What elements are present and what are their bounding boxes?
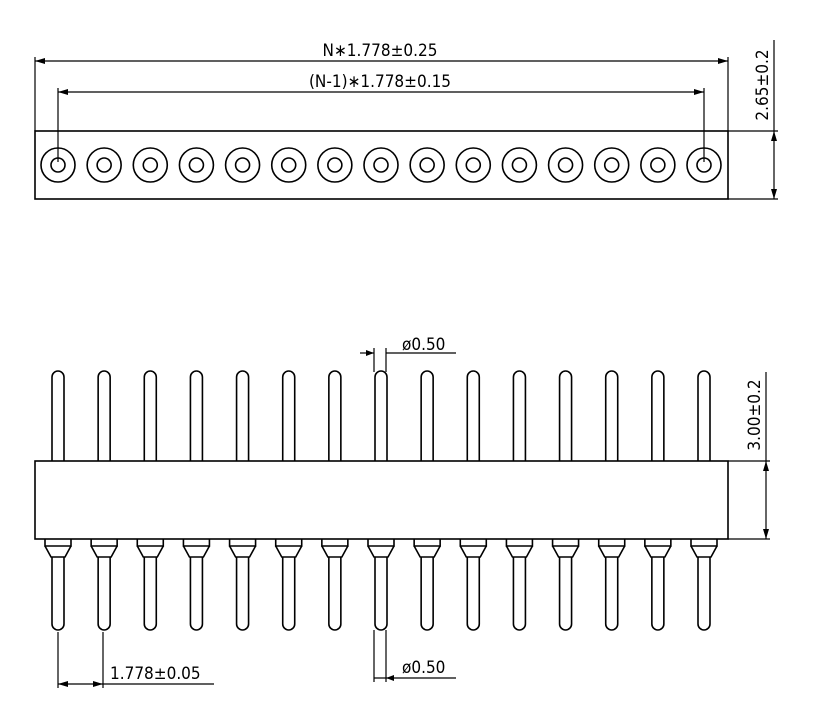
top-body-outline	[34, 130, 729, 200]
lower-pin	[505, 539, 534, 631]
pin-hole	[224, 147, 261, 183]
pin-hole	[593, 147, 630, 183]
pin-hole	[501, 147, 538, 183]
upper-pin	[281, 370, 296, 461]
pin-length-dimension: 3.00±0.2	[728, 372, 770, 540]
lower-pin	[44, 539, 72, 631]
upper-pin-row	[51, 370, 711, 461]
hole-row	[40, 147, 722, 183]
pin-length-label: 3.00±0.2	[745, 379, 765, 450]
lower-pin	[551, 539, 580, 631]
lower-pin-row	[44, 539, 718, 631]
pin-hole	[178, 147, 215, 183]
overall-length-label: N∗1.778±0.25	[323, 41, 438, 61]
upper-pin	[697, 370, 711, 461]
pin-hole	[409, 147, 445, 183]
lower-pin	[274, 539, 303, 631]
pitch-span-dimension: (N-1)∗1.778±0.15	[57, 72, 705, 162]
lower-diameter-label: ø0.50	[402, 658, 445, 678]
upper-pin	[51, 370, 65, 461]
pin-hole	[363, 147, 399, 183]
lower-pin	[228, 539, 257, 631]
lower-pin	[367, 539, 395, 631]
lower-pin	[90, 539, 118, 631]
lower-pin	[644, 539, 672, 631]
pin-hole	[317, 147, 353, 183]
pin-hole	[270, 147, 307, 183]
lower-pin	[321, 539, 349, 631]
upper-pin	[420, 370, 434, 461]
pin-hole	[547, 147, 584, 183]
pin-hole	[132, 147, 169, 183]
lower-pin	[690, 539, 718, 631]
upper-pin	[604, 370, 619, 461]
pin-hole	[86, 147, 122, 183]
upper-pin	[235, 370, 250, 461]
top-view: N∗1.778±0.25 (N-1)∗1.778±0.15 2.65±0.2	[34, 40, 778, 200]
height-label: 2.65±0.2	[753, 49, 773, 120]
lower-pin	[136, 539, 165, 631]
upper-pin	[512, 370, 527, 461]
pitch-span-label: (N-1)∗1.778±0.15	[309, 72, 451, 92]
upper-pin	[97, 370, 111, 461]
side-body	[34, 460, 729, 540]
height-dimension: 2.65±0.2	[728, 40, 778, 200]
pitch-dimension: 1.778±0.05	[57, 632, 214, 688]
upper-diameter-label: ø0.50	[402, 335, 445, 355]
lower-pin	[459, 539, 488, 631]
upper-pin	[558, 370, 573, 461]
upper-pin	[466, 370, 481, 461]
upper-pin	[374, 370, 388, 461]
lower-pin	[413, 539, 441, 631]
pin-hole	[455, 147, 492, 183]
upper-pin	[189, 370, 204, 461]
lower-pin	[182, 539, 211, 631]
upper-pin	[651, 370, 665, 461]
upper-pin	[143, 370, 158, 461]
upper-pin	[328, 370, 342, 461]
upper-diameter-callout: ø0.50	[360, 335, 456, 372]
pin-hole	[640, 147, 676, 183]
lower-diameter-callout: ø0.50	[373, 630, 456, 682]
lower-pin	[597, 539, 626, 631]
pitch-label: 1.778±0.05	[110, 664, 201, 684]
side-view: ø0.50 ø0.50 3.00±0.2 1	[34, 335, 770, 688]
overall-length-dimension: N∗1.778±0.25	[34, 41, 729, 131]
